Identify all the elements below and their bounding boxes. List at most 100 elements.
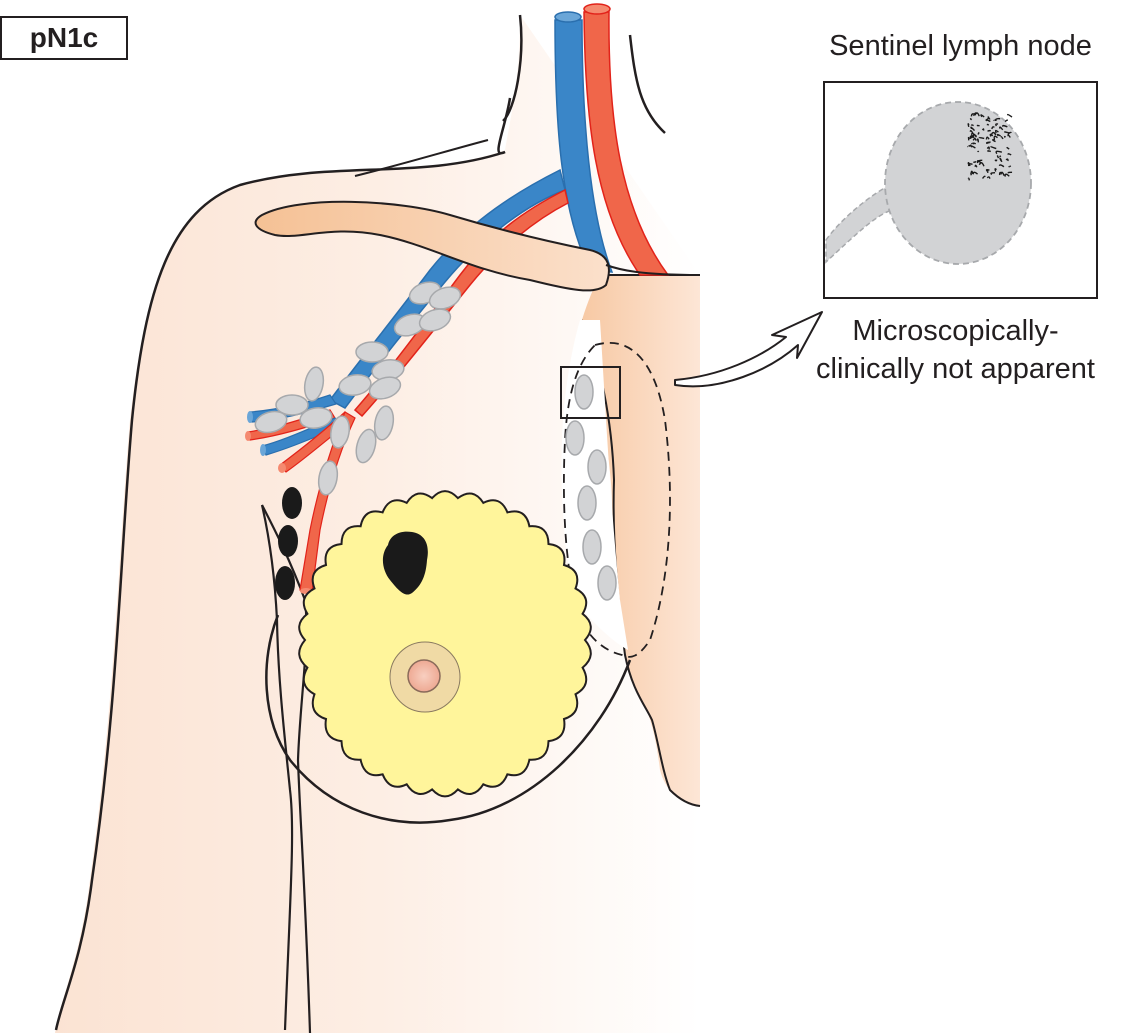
- tumor-cell-cluster: [994, 168, 998, 172]
- primary-tumor: [382, 531, 428, 595]
- tumor-cell-cluster: [999, 157, 1002, 161]
- lymph-node: [418, 308, 452, 332]
- tumor-cell-cluster: [981, 175, 986, 179]
- tumor-cell-cluster: [985, 117, 991, 121]
- tumor-cell-cluster: [994, 129, 999, 134]
- tumor-cell-cluster: [976, 138, 980, 143]
- lymph-node: [355, 341, 389, 363]
- stage-label: pN1c: [0, 16, 128, 60]
- lymph-node: [368, 376, 402, 400]
- lymph-node: [373, 405, 395, 441]
- tumor-cell-cluster: [974, 112, 980, 117]
- tumor-cell-cluster: [1007, 153, 1012, 156]
- tumor-cell-cluster: [977, 159, 983, 163]
- tumor-cell-cluster: [1004, 131, 1010, 134]
- tumor-cell-cluster: [1007, 134, 1011, 138]
- tumor-cell-cluster: [991, 126, 995, 130]
- tumor-cell-cluster: [969, 118, 973, 121]
- lymph-node: [355, 428, 377, 464]
- inset-title: Sentinel lymph node: [829, 30, 1092, 62]
- metastatic-nodes: [275, 487, 302, 600]
- tumor-cell-cluster: [981, 128, 985, 131]
- inset-panel: [823, 81, 1098, 299]
- tumor-cell-cluster: [986, 123, 990, 126]
- tumor-cell-cluster: [985, 141, 991, 145]
- breast-outline: [265, 614, 632, 824]
- tumor-cell-cluster: [998, 164, 1005, 168]
- tumor-cell-cluster: [980, 114, 985, 118]
- tumor-cell-cluster: [978, 136, 985, 140]
- lymph-node: [574, 374, 594, 410]
- lymph-node: [577, 485, 597, 521]
- micrometastasis-cluster: [967, 112, 1013, 181]
- tumor-cell-cluster: [999, 155, 1002, 158]
- tumor-cell-cluster: [1003, 135, 1006, 138]
- tumor-cell-cluster: [987, 129, 992, 132]
- lymph-node: [254, 410, 288, 434]
- breast-gland: [298, 490, 592, 798]
- nipple-areola: [389, 641, 461, 713]
- tumor-cell-cluster: [976, 160, 982, 164]
- axillary-lymph-nodes: [254, 281, 462, 496]
- tumor-cell-cluster: [989, 133, 994, 137]
- caption: Microscopically- clinically not apparent: [790, 312, 1121, 388]
- tumor-cell-cluster: [990, 171, 996, 176]
- tumor-cell-cluster: [972, 171, 979, 175]
- tumor-cell-cluster: [1007, 171, 1013, 174]
- tumor-cell-cluster: [1005, 158, 1009, 162]
- tumor-cell-cluster: [994, 159, 998, 162]
- lymph-node: [275, 394, 309, 416]
- tumor-cell-cluster: [985, 119, 991, 123]
- lymph-node: [317, 460, 339, 496]
- tumor-cell-cluster: [969, 136, 973, 139]
- tumor-cell-cluster: [986, 146, 990, 150]
- tumor-cell-cluster: [1004, 173, 1010, 177]
- tumor-cell-cluster: [969, 129, 974, 134]
- tumor-cell-cluster: [1000, 136, 1004, 140]
- callout-arrow: [674, 311, 823, 388]
- clavicle: [254, 200, 701, 292]
- tumor-cell-cluster: [986, 141, 990, 145]
- tumor-cell-cluster: [998, 171, 1003, 176]
- tumor-cell-cluster: [999, 126, 1004, 131]
- tumor-cell-cluster: [978, 162, 985, 167]
- tumor-cell-cluster: [996, 155, 1000, 159]
- lymph-node: [582, 529, 602, 565]
- tumor-cell-cluster: [973, 160, 977, 164]
- tumor-cell-cluster: [1005, 119, 1009, 123]
- tumor-cell-cluster: [972, 137, 977, 141]
- tumor-cell-cluster: [985, 168, 990, 172]
- lymph-node: [565, 420, 585, 456]
- sentinel-lymph-node: [884, 101, 1032, 265]
- lymph-node: [428, 286, 462, 310]
- tumor-cell-cluster: [967, 177, 971, 181]
- tumor-cell-cluster: [1002, 124, 1008, 128]
- tumor-cell-cluster: [970, 126, 976, 132]
- tumor-cell-cluster: [985, 136, 990, 140]
- tumor-cell-cluster: [977, 131, 980, 135]
- lymph-node: [587, 449, 607, 485]
- lymph-node: [303, 366, 325, 402]
- tumor-cell-cluster: [970, 172, 975, 176]
- tumor-cell-cluster: [995, 150, 1003, 155]
- caption-line-1: Microscopically-: [852, 315, 1059, 347]
- lymph-node: [299, 407, 333, 429]
- tumor-cell-cluster: [990, 131, 997, 136]
- tumor-cell-cluster: [967, 123, 970, 128]
- tumor-cell-cluster: [971, 142, 975, 145]
- tumor-cell-cluster: [1007, 131, 1012, 136]
- tumor-cell-cluster: [970, 124, 974, 127]
- tumor-cell-cluster: [970, 145, 976, 149]
- tumor-cell-cluster: [1008, 165, 1012, 168]
- tumor-cell-cluster: [967, 161, 971, 167]
- tumor-cell-cluster: [971, 134, 975, 139]
- lymph-node: [329, 415, 351, 449]
- tumor-cell-cluster: [972, 112, 978, 117]
- tumor-cell-cluster: [993, 135, 998, 140]
- sentinel-node-highlight-box: [560, 366, 621, 419]
- tumor-cell-cluster: [972, 133, 977, 138]
- tumor-cell-cluster: [992, 139, 996, 143]
- tumor-cell-cluster: [986, 176, 991, 179]
- tumor-cell-cluster: [974, 164, 978, 168]
- tumor-cell-cluster: [1000, 171, 1005, 177]
